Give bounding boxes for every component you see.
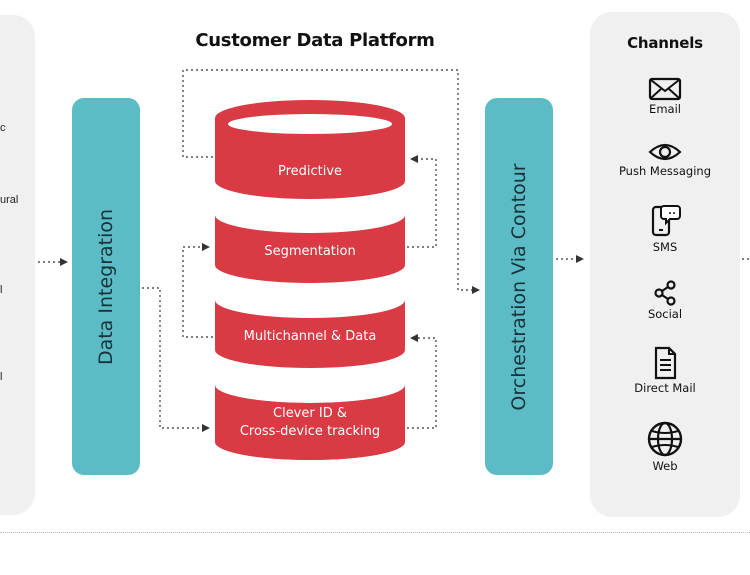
cylinder-segment-segmentation <box>215 215 405 283</box>
connectors <box>38 69 750 432</box>
document-icon <box>654 346 677 380</box>
cylinder-top-inner <box>228 114 392 134</box>
left-panel-text-fragment: l <box>0 371 3 383</box>
arrow-segmentation-to-predictive <box>407 155 437 248</box>
channel-label: Push Messaging <box>618 164 712 178</box>
cylinder-segment-predictive <box>215 118 405 199</box>
sms-icon <box>651 205 681 237</box>
channel-label: Direct Mail <box>634 381 696 395</box>
email-icon <box>648 77 682 101</box>
segment-label-clever-id-line1: Clever ID & <box>273 406 347 421</box>
left-panel-text-fragment: c <box>0 122 6 134</box>
globe-icon <box>647 421 683 457</box>
channel-direct-mail: Direct Mail <box>590 346 740 395</box>
channel-web: Web <box>590 420 740 473</box>
channel-label: Social <box>647 307 683 321</box>
cylinder-segment-multichannel <box>215 300 405 368</box>
segment-label-clever-id: Clever ID & Cross-device tracking <box>215 405 405 441</box>
channel-social: Social <box>590 280 740 321</box>
segment-label-predictive: Predictive <box>277 164 343 179</box>
database-cylinder <box>215 100 405 460</box>
left-panel-text-fragment: ural <box>0 194 19 206</box>
left-panel-text-fragment: l <box>0 284 3 296</box>
orchestration-bar: Orchestration Via Contour <box>485 98 553 475</box>
arrow-multichannel-to-segmentation <box>182 243 213 338</box>
channels-title: Channels <box>627 34 703 52</box>
share-icon <box>654 280 676 306</box>
segment-label-segmentation: Segmentation <box>264 244 356 259</box>
channel-label: SMS <box>652 240 678 254</box>
channel-sms: SMS <box>590 203 740 254</box>
arrow-predictive-to-orchestration <box>182 69 480 294</box>
eye-icon <box>648 143 682 161</box>
channel-push-messaging: Push Messaging <box>590 141 740 178</box>
arrow-integration-to-clever-id <box>142 287 210 432</box>
channel-email: Email <box>590 77 740 116</box>
data-integration-bar: Data Integration <box>72 98 140 475</box>
arrow-clever-id-to-multichannel <box>407 334 437 429</box>
segment-label-multichannel: Multichannel & Data <box>243 329 377 344</box>
left-sources-panel <box>0 15 35 515</box>
segment-label-clever-id-line2: Cross-device tracking <box>239 424 381 439</box>
bottom-divider <box>0 532 750 533</box>
channel-label: Email <box>649 102 681 116</box>
channel-label: Web <box>652 459 678 473</box>
platform-title: Customer Data Platform <box>195 30 435 51</box>
